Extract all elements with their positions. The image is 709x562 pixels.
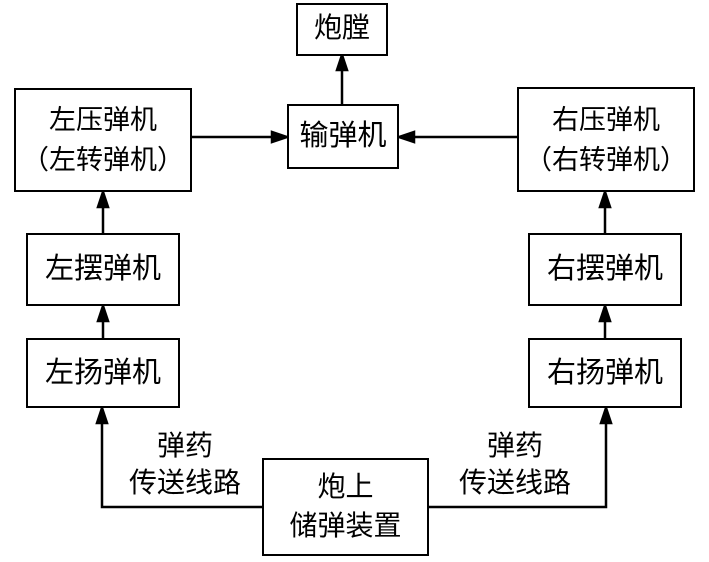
left-route-label-line2: 传送线路 xyxy=(128,468,241,499)
node-right-press-line1: 右压弹机 xyxy=(552,104,660,135)
arrow-right-swing-to-press-head xyxy=(598,188,612,209)
node-right-swing-machine: 右摆弹机 xyxy=(528,233,682,306)
node-gun-bore: 炮膛 xyxy=(296,3,388,56)
left-route-label: 弹药 传送线路 xyxy=(100,428,270,502)
node-right-press-machine: 右压弹机 （右转弹机） xyxy=(517,87,695,192)
arrow-right-press-to-feeder-head xyxy=(395,130,416,144)
right-route-label-line2: 传送线路 xyxy=(458,468,571,499)
node-left-hoist-label: 左扬弹机 xyxy=(44,356,161,389)
node-ammo-feeder: 输弹机 xyxy=(287,104,399,169)
node-gun-bore-label: 炮膛 xyxy=(313,13,370,45)
node-left-press-line1: 左压弹机 xyxy=(49,105,157,135)
node-right-hoist-label: 右扬弹机 xyxy=(546,356,663,389)
node-right-press-line2: （右转弹机） xyxy=(525,144,687,175)
node-left-swing-machine: 左摆弹机 xyxy=(26,233,180,306)
node-left-press-line2: （左转弹机） xyxy=(22,145,184,175)
node-storage-line2: 储弹装置 xyxy=(289,511,402,542)
node-left-hoist-machine: 左扬弹机 xyxy=(26,338,180,408)
left-route-label-line1: 弹药 xyxy=(156,431,213,462)
arrow-feeder-to-bore-head xyxy=(335,51,349,72)
node-left-press-machine: 左压弹机 （左转弹机） xyxy=(14,88,192,192)
arrow-left-hoist-to-swing-head xyxy=(96,302,110,323)
route-storage-to-left-hoist-head xyxy=(95,404,109,425)
node-right-swing-label: 右摆弹机 xyxy=(546,253,663,286)
node-storage-line1: 炮上 xyxy=(317,472,374,503)
route-storage-to-right-hoist-head xyxy=(599,404,613,425)
node-ammo-feeder-label: 输弹机 xyxy=(299,120,387,153)
route-storage-to-right-hoist-line xyxy=(428,418,608,509)
node-on-gun-ammo-storage: 炮上 储弹装置 xyxy=(262,458,429,556)
arrow-left-press-to-feeder-head xyxy=(270,130,291,144)
node-left-swing-label: 左摆弹机 xyxy=(44,253,161,286)
arrow-right-hoist-to-swing-head xyxy=(598,302,612,323)
arrow-left-swing-to-press-head xyxy=(96,188,110,209)
right-route-label-line1: 弹药 xyxy=(486,431,543,462)
node-right-hoist-machine: 右扬弹机 xyxy=(528,338,682,408)
right-route-label: 弹药 传送线路 xyxy=(430,428,600,502)
route-storage-to-left-hoist-line xyxy=(100,418,262,509)
